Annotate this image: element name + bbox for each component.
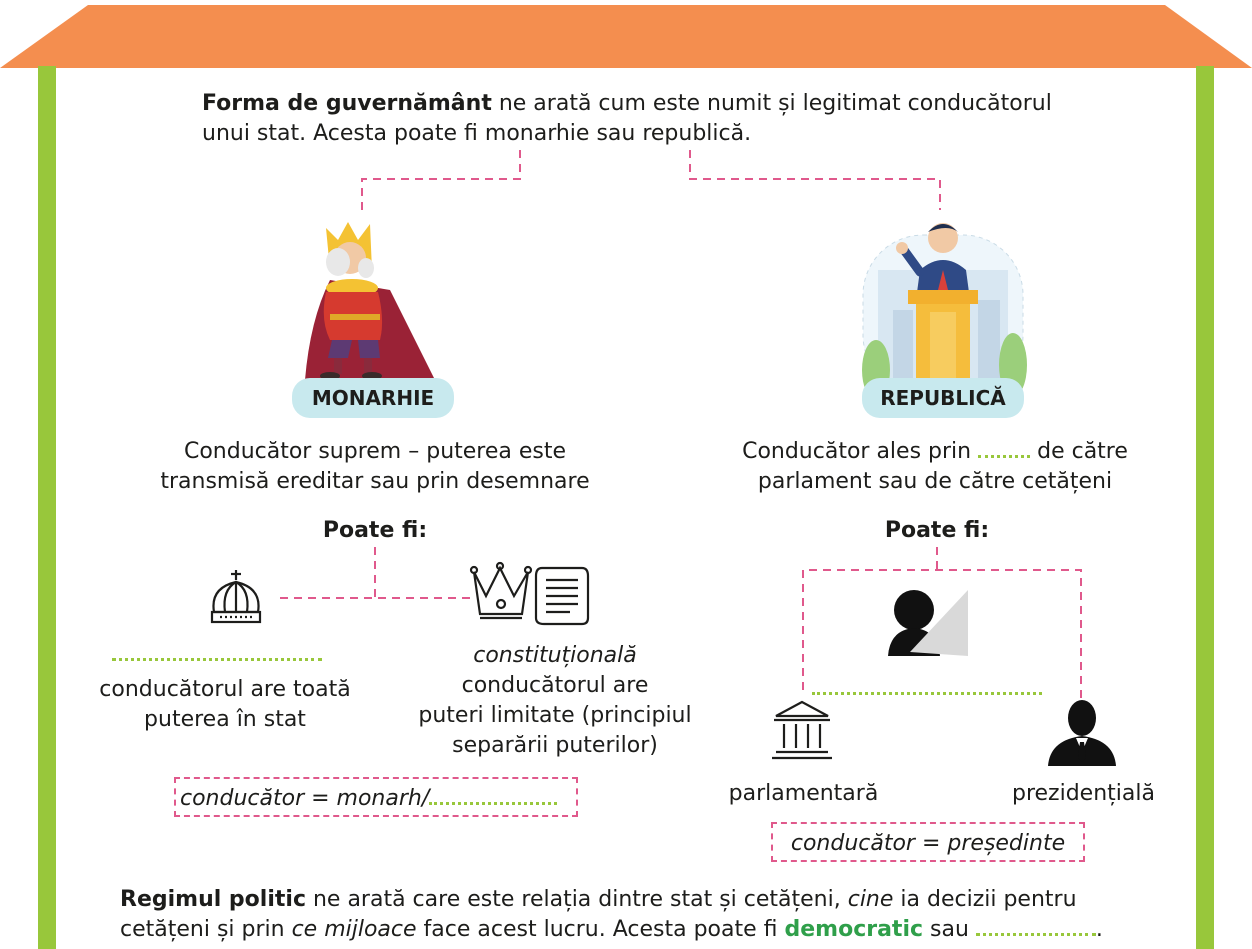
monarch-box: conducător = monarh/ xyxy=(174,777,578,817)
republica-description: Conducător ales prin de către parlament … xyxy=(715,437,1155,497)
president-icon xyxy=(1048,700,1116,766)
regim-cine: cine xyxy=(847,887,894,912)
absolute-desc-line1: conducătorul are toată xyxy=(99,677,351,702)
constitutional-title: constituțională xyxy=(473,643,637,668)
orange-roof xyxy=(0,5,1252,68)
monarhie-poate-fi: Poate fi: xyxy=(322,518,428,543)
regim-l1c: ia decizii pentru xyxy=(893,887,1077,912)
regim-l2a: cetățeni și prin xyxy=(120,917,292,942)
presidential-label: prezidențială xyxy=(1012,781,1155,806)
monarch-box-text: conducător = monarh/ xyxy=(180,786,430,811)
republica-blank xyxy=(978,455,1031,458)
republica-desc-1a: Conducător ales prin xyxy=(742,439,979,464)
regim-bold: Regimul politic xyxy=(120,887,306,912)
regim-politic-text: Regimul politic ne arată care este relaț… xyxy=(120,885,1150,945)
regim-ce-mijloace: ce mijloace xyxy=(291,917,417,942)
monarch-box-blank xyxy=(429,802,558,805)
constitutional-monarchy-description: constituțională conducătorul are puteri … xyxy=(410,641,700,761)
right-green-pillar xyxy=(1196,66,1214,949)
regim-blank xyxy=(975,933,1096,936)
regim-period: . xyxy=(1095,917,1103,942)
parliamentary-label: parlamentară xyxy=(728,781,879,806)
president-box: conducător = președinte xyxy=(771,822,1085,862)
absolute-monarchy-blank xyxy=(112,640,322,661)
monarhie-label: MONARHIE xyxy=(292,378,454,418)
constitutional-line1: conducătorul are xyxy=(461,673,649,698)
constitutional-line3: separării puterilor) xyxy=(452,733,658,758)
intro-line1: ne arată cum este numit și legitimat con… xyxy=(491,91,1052,116)
monarhie-desc-line1: Conducător suprem – puterea este xyxy=(183,439,567,464)
intro-bold: Forma de guvernământ xyxy=(202,91,492,116)
republica-desc-line2: parlament sau de către cetățeni xyxy=(757,469,1113,494)
intro-text: Forma de guvernământ ne arată cum este n… xyxy=(202,89,1062,149)
absolute-monarchy-description: conducătorul are toată puterea în stat xyxy=(60,675,390,735)
republica-desc-1b: de către xyxy=(1030,439,1128,464)
parliament-building-icon xyxy=(772,700,832,760)
person-icon xyxy=(888,590,968,656)
monarhie-desc-line2: transmisă ereditar sau prin desemnare xyxy=(160,469,590,494)
crown-icon xyxy=(210,570,262,624)
regim-l2e: sau xyxy=(923,917,976,942)
regim-democratic: democratic xyxy=(784,917,924,942)
absolute-desc-line2: puterea în stat xyxy=(144,707,306,732)
king-illustration xyxy=(305,222,435,380)
regim-l1a: ne arată care este relația dintre stat ș… xyxy=(305,887,848,912)
semi-presidential-blank xyxy=(812,678,1042,695)
republica-poate-fi: Poate fi: xyxy=(884,518,990,543)
constitutional-line2: puteri limitate (principiul xyxy=(418,703,692,728)
crown-scroll-icon xyxy=(469,561,590,626)
monarhie-description: Conducător suprem – puterea este transmi… xyxy=(150,437,600,497)
left-green-pillar xyxy=(38,66,56,949)
republica-label: REPUBLICĂ xyxy=(862,378,1024,418)
intro-line2: unui stat. Acesta poate fi monarhie sau … xyxy=(202,121,752,146)
regim-l2c: face acest lucru. Acesta poate fi xyxy=(416,917,785,942)
